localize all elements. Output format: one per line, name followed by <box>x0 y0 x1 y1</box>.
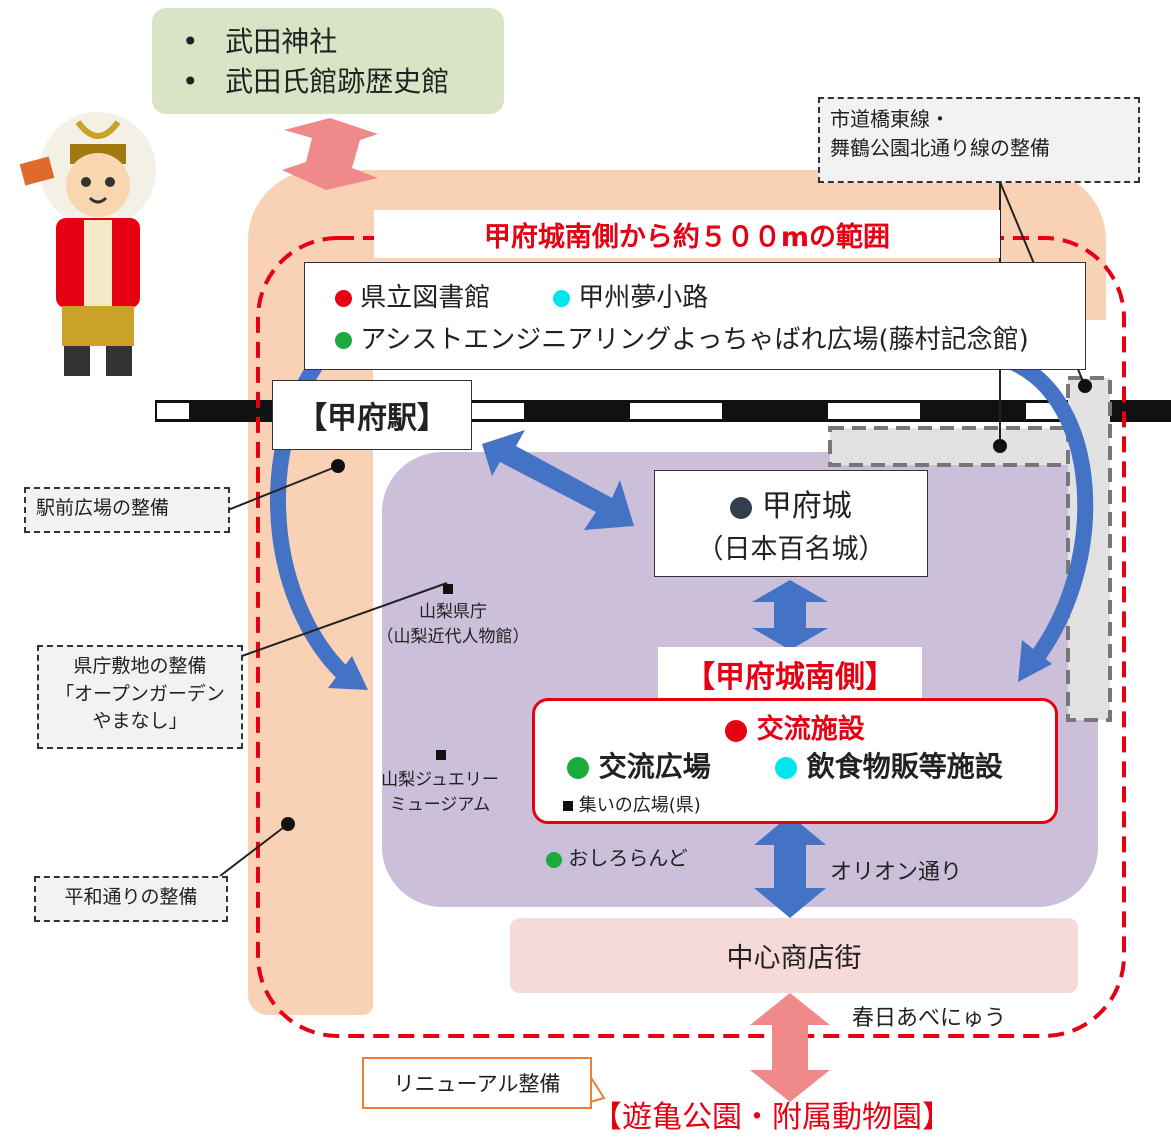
jewelry-museum-marker <box>436 744 446 763</box>
green-dot-icon <box>335 332 352 349</box>
left-curve-arrow-icon <box>270 324 356 686</box>
orion-street: オリオン通り <box>830 860 963 885</box>
facility-yumekoji: 甲州夢小路 <box>553 277 708 314</box>
exchange-plaza: 交流広場 <box>567 745 711 785</box>
navy-dot-icon <box>730 496 753 519</box>
square-icon <box>563 801 573 811</box>
north-box: • 武田神社 • 武田氏館跡歴史館 <box>152 8 504 114</box>
range-label: 甲府城南側から約５００mの範囲 <box>374 210 1000 258</box>
kasuga-avenue: 春日あべにゅう <box>846 1000 1013 1032</box>
right-curve-arrow-icon <box>1008 354 1094 665</box>
character-mascot <box>19 112 156 376</box>
cyan-dot-icon <box>775 757 797 779</box>
south-orion-arrow-icon <box>754 815 826 918</box>
food-sales: 飲食物販等施設 <box>775 745 1003 785</box>
square-icon <box>436 749 446 760</box>
callout-station-plaza: 駅前広場の整備 <box>24 487 230 533</box>
facility-assist-plaza: アシストエンジニアリングよっちゃばれ広場(藤村記念館) <box>335 319 1029 356</box>
red-dot-icon <box>725 719 748 742</box>
exchange-facility: 交流施設 <box>535 707 1055 746</box>
kofu-castle-name: 甲府城 <box>655 481 927 525</box>
pref-office-marker <box>443 578 453 597</box>
green-dot-icon <box>546 851 562 868</box>
facility-library: 県立図書館 <box>335 277 490 314</box>
oshiroland: おしろらんど <box>546 842 688 871</box>
green-dot-icon <box>567 757 589 779</box>
gathering-plaza: 集いの広場(県) <box>563 791 701 817</box>
cyan-dot-icon <box>553 290 570 307</box>
kofu-castle-sub: （日本百名城） <box>696 534 886 565</box>
north-item: • 武田氏館跡歴史館 <box>182 65 450 98</box>
south-double-arrow-icon <box>750 993 830 1102</box>
callout-renewal: リニューアル整備 <box>362 1057 592 1109</box>
station-castle-arrow-icon <box>482 430 634 530</box>
callout-heiwa-street: 平和通りの整備 <box>34 876 228 922</box>
south-side-facilities: 交流施設 交流広場 飲食物販等施設 集いの広場(県) <box>532 698 1058 824</box>
top-facilities-box: 県立図書館 甲州夢小路 アシストエンジニアリングよっちゃばれ広場(藤村記念館) <box>304 262 1086 370</box>
north-item: • 武田神社 <box>182 25 338 58</box>
square-icon <box>443 583 453 594</box>
pref-office-label: 山梨県庁 （山梨近代人物館） <box>376 602 530 647</box>
callout-road-top: 市道橋東線・ 舞鶴公園北通り線の整備 <box>818 97 1140 183</box>
kofu-station: 【甲府駅】 <box>272 380 472 450</box>
red-dot-icon <box>335 290 352 307</box>
yukigame-park: 【遊亀公園・附属動物園】 <box>592 1100 952 1135</box>
north-double-arrow-icon <box>282 118 378 190</box>
callout-pref-office: 県庁敷地の整備 「オープンガーデン やまなし」 <box>37 645 243 749</box>
shopping-street: 中心商店街 <box>510 918 1078 993</box>
kofu-castle-box: 甲府城 （日本百名城） <box>654 470 928 577</box>
south-side-title: 【甲府城南側】 <box>658 647 922 701</box>
castle-south-arrow-icon <box>752 580 828 650</box>
jewelry-museum-label: 山梨ジュエリー ミュージアム <box>381 770 499 815</box>
